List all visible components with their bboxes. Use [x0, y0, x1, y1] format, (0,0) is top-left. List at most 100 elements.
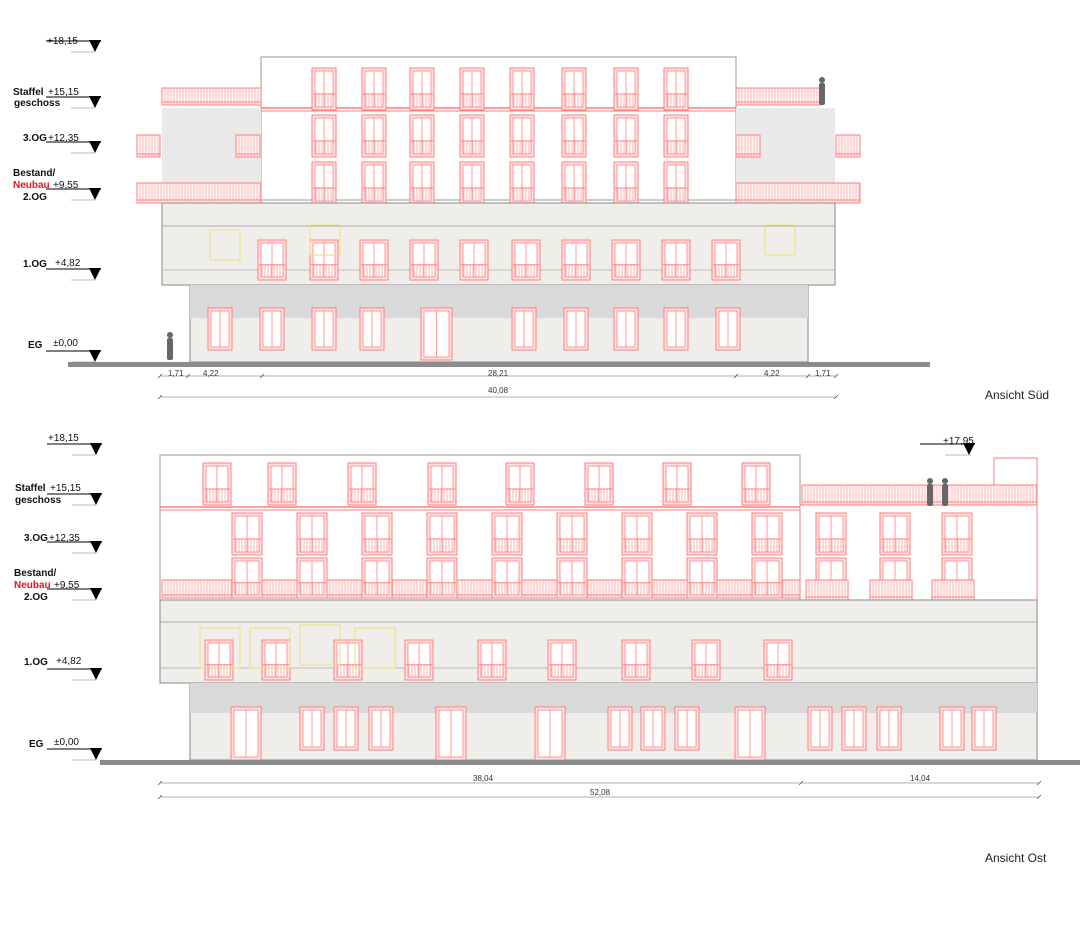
- dim-label: 14,04: [910, 774, 931, 783]
- window: [231, 557, 263, 599]
- window: [299, 706, 325, 751]
- window: [257, 239, 287, 281]
- person-silhouette-icon: [942, 478, 948, 506]
- window: [556, 557, 588, 599]
- level-triangle-icon: [90, 443, 102, 455]
- window: [347, 462, 377, 506]
- window: [621, 639, 651, 681]
- dimension-tick: [157, 373, 163, 379]
- dim-label: 38,04: [473, 774, 494, 783]
- dim-label: 28,21: [488, 369, 509, 378]
- body: [819, 83, 825, 105]
- window: [511, 239, 541, 281]
- window: [561, 161, 587, 205]
- person-silhouette-icon: [819, 77, 825, 105]
- window: [426, 557, 458, 599]
- window: [751, 512, 783, 556]
- level-3og-height: +12,35: [49, 533, 80, 544]
- dimension-tick: [259, 373, 265, 379]
- level-triangle-icon: [90, 493, 102, 505]
- dim-label: 1,71: [815, 369, 831, 378]
- window: [368, 706, 394, 751]
- ground-line: [100, 760, 1080, 765]
- window: [404, 639, 434, 681]
- window: [686, 512, 718, 556]
- dimension-tick: [833, 373, 839, 379]
- window: [686, 557, 718, 599]
- level-staffel-height: +15,15: [48, 87, 79, 98]
- window: [939, 706, 965, 751]
- body: [167, 338, 173, 360]
- window: [311, 67, 337, 111]
- window: [741, 462, 771, 506]
- window: [611, 239, 641, 281]
- old-window-outline: [209, 229, 241, 261]
- window: [409, 114, 435, 158]
- east-level-labels: +18,15 Staffel +15,15 geschoss 3.OG +12,…: [14, 433, 974, 750]
- window: [459, 67, 485, 111]
- window: [584, 462, 614, 506]
- old-window-outline: [249, 627, 291, 669]
- window: [879, 512, 911, 556]
- window: [640, 706, 666, 751]
- window: [459, 161, 485, 205]
- dimension-tick: [1036, 780, 1042, 786]
- window: [459, 114, 485, 158]
- window: [511, 307, 537, 351]
- window: [662, 462, 692, 506]
- building-geometry: [46, 40, 1080, 800]
- window: [613, 161, 639, 205]
- window: [509, 161, 535, 205]
- window: [613, 114, 639, 158]
- dimension-tick: [185, 373, 191, 379]
- window: [563, 307, 589, 351]
- level-3og: 3.OG: [23, 133, 47, 144]
- level-triangle-icon: [90, 668, 102, 680]
- person-silhouette-icon: [167, 332, 173, 360]
- level-1og: 1.OG: [23, 259, 47, 270]
- level-triangle-icon: [89, 141, 101, 153]
- level-triangle-icon: [90, 748, 102, 760]
- window: [663, 67, 689, 111]
- window: [333, 639, 363, 681]
- old-window-outline: [354, 627, 396, 669]
- window: [231, 512, 263, 556]
- level-2og: 2.OG: [23, 192, 47, 203]
- window: [607, 706, 633, 751]
- level-triangle-icon: [89, 96, 101, 108]
- level-2og-height: +9,55: [54, 580, 80, 591]
- window: [409, 67, 435, 111]
- window: [674, 706, 700, 751]
- level-triangle-icon: [89, 188, 101, 200]
- window: [361, 161, 387, 205]
- window: [426, 512, 458, 556]
- window: [311, 307, 337, 351]
- old-window-outline: [299, 624, 341, 666]
- dim-label: 4,22: [203, 369, 219, 378]
- level-eg: EG: [28, 340, 43, 351]
- window: [409, 239, 439, 281]
- window: [613, 67, 639, 111]
- level-top: +18,15: [47, 36, 78, 47]
- body: [942, 484, 948, 506]
- window: [715, 307, 741, 351]
- east-elevation-title: Ansicht Ost: [985, 851, 1047, 865]
- window: [361, 67, 387, 111]
- level-neubau: Neubau: [13, 180, 50, 191]
- window: [547, 639, 577, 681]
- level-1og-height: +4,82: [55, 258, 81, 269]
- window: [841, 706, 867, 751]
- head: [927, 478, 933, 484]
- window: [691, 639, 721, 681]
- south-dimensions: 1,71 4,22 28,21 4,22 1,71 40,08: [168, 369, 831, 395]
- dim-total: 40,08: [488, 386, 509, 395]
- level-triangle-icon: [90, 541, 102, 553]
- window: [259, 307, 285, 351]
- level-bestand: Bestand/: [14, 568, 56, 579]
- level-neubau: Neubau: [14, 580, 51, 591]
- level-triangle-icon: [89, 40, 101, 52]
- person-silhouette-icon: [927, 478, 933, 506]
- old-window-outline: [764, 224, 796, 256]
- window: [296, 512, 328, 556]
- level-right-top: +17,95: [943, 436, 974, 447]
